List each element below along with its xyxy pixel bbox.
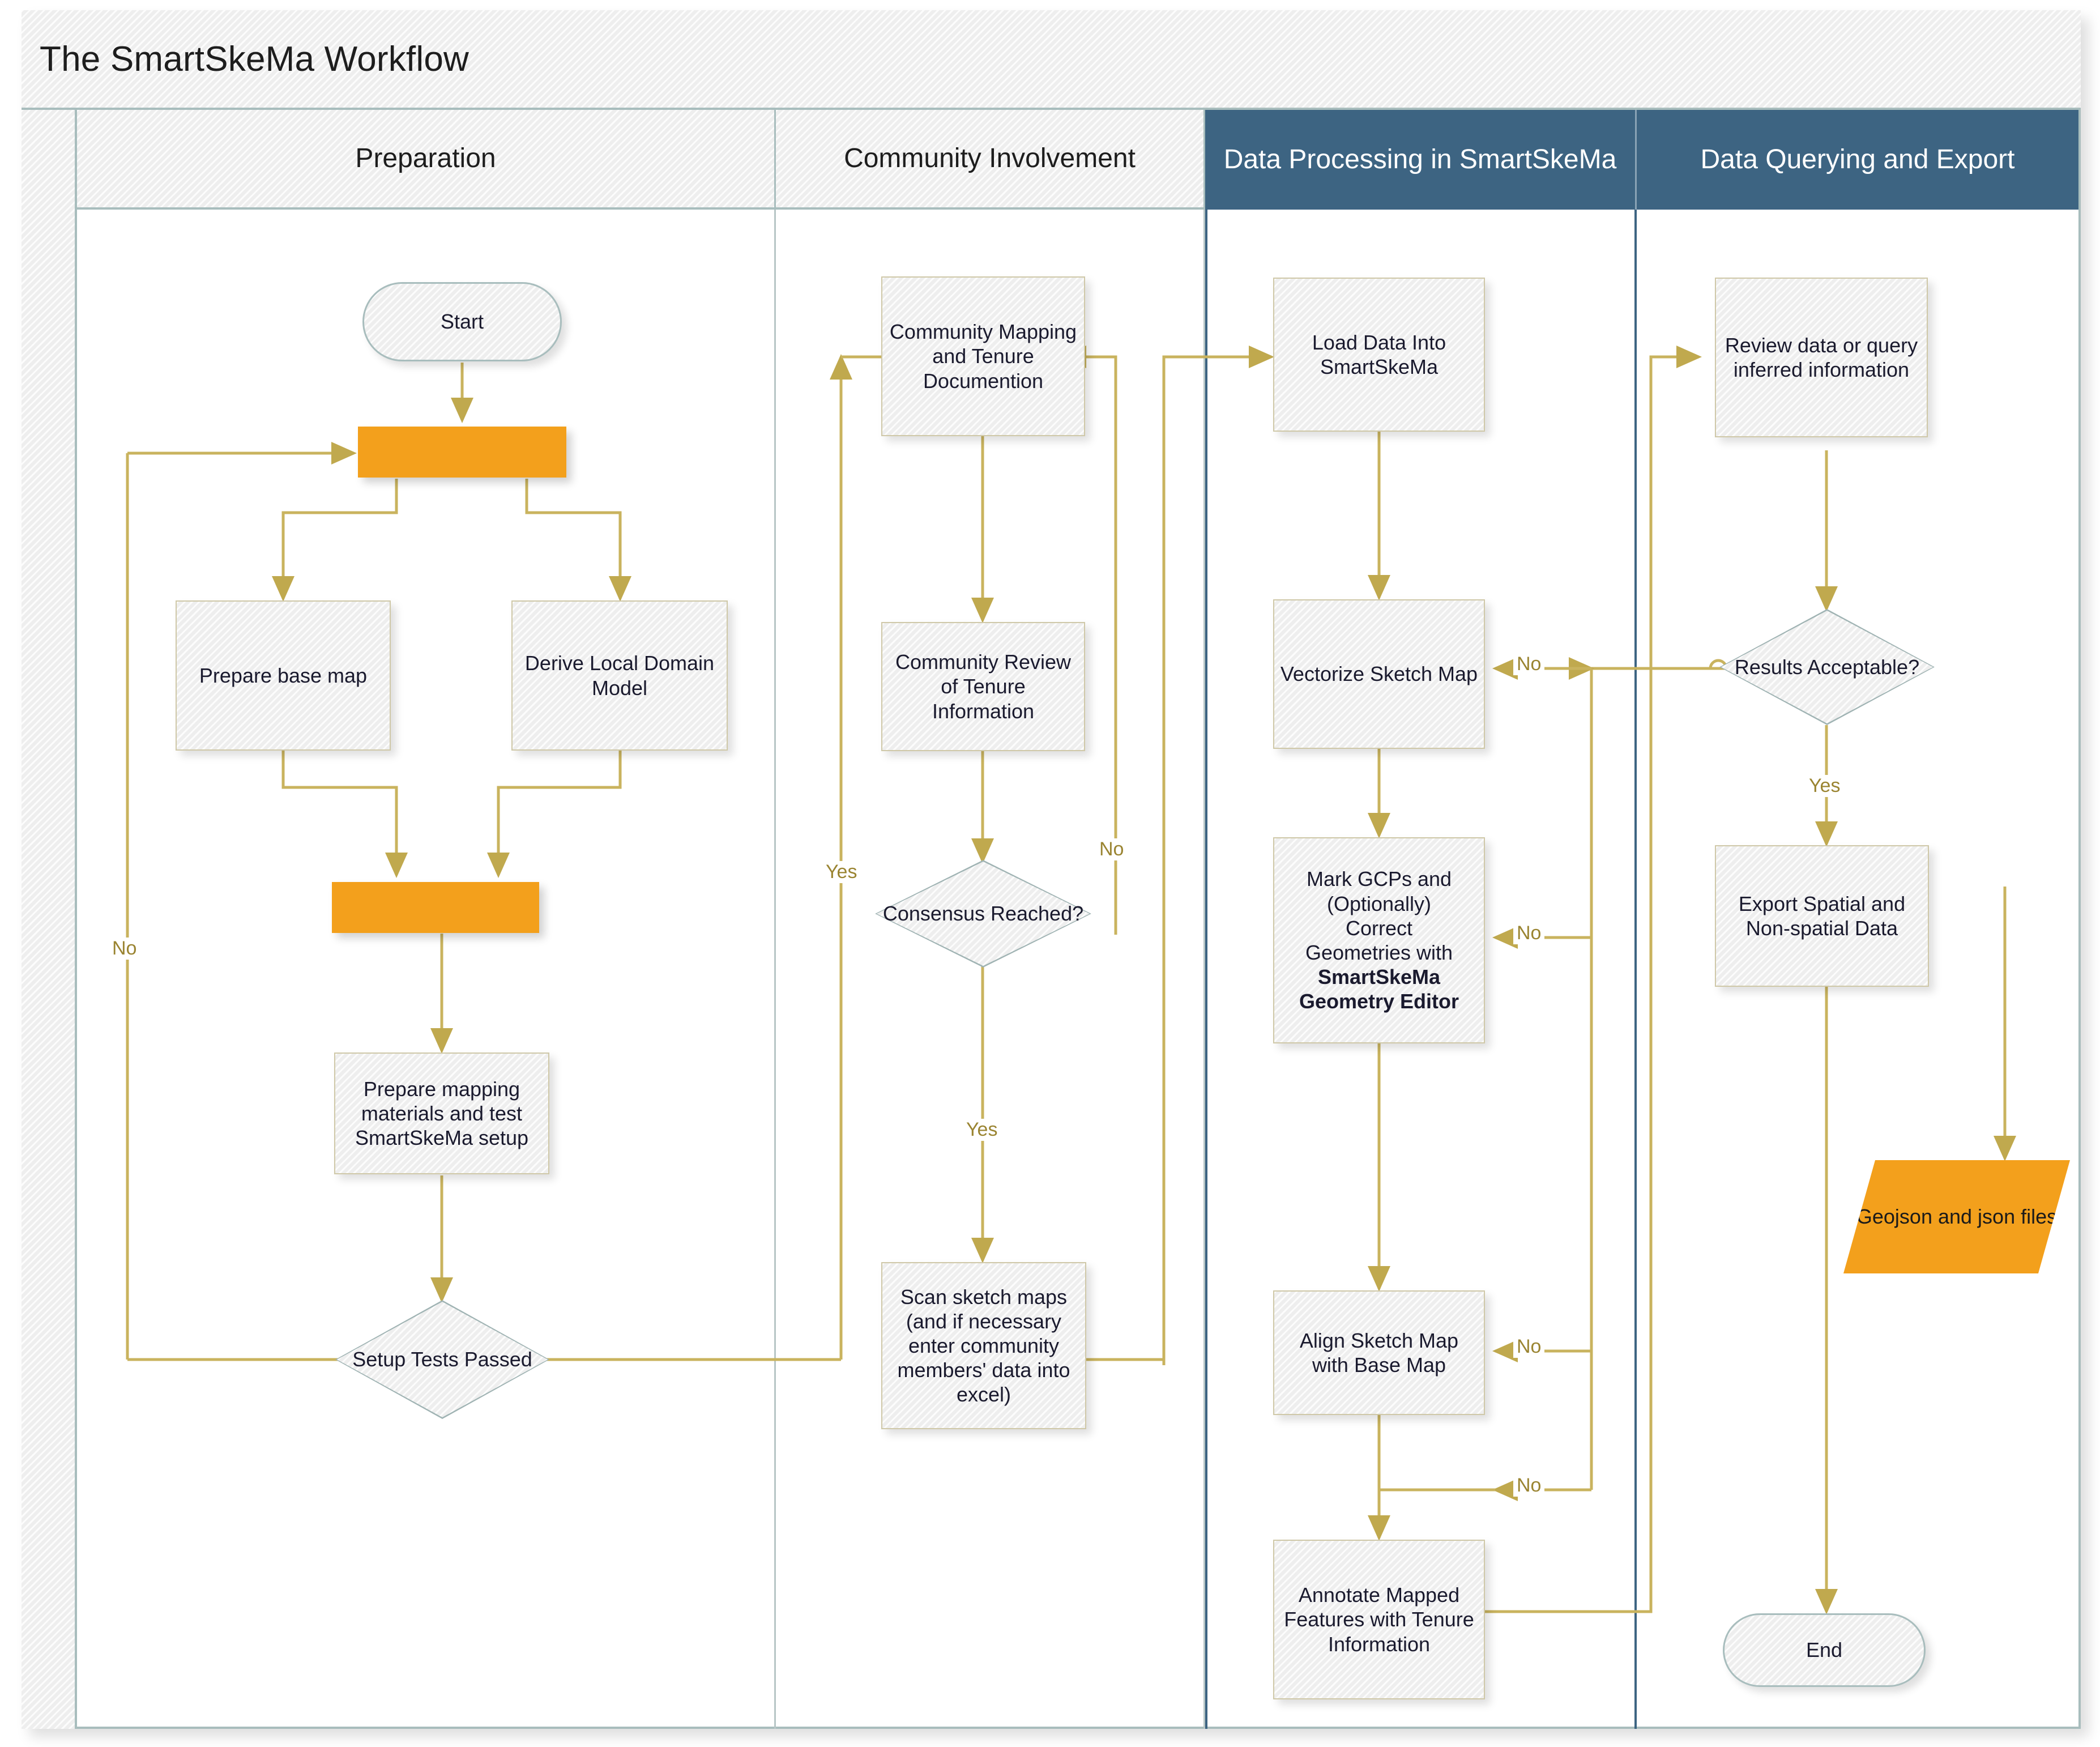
lane-body-community (776, 210, 1205, 1729)
pool-side-strip (22, 110, 77, 1729)
lane-header-processing: Data Processing in SmartSkeMa (1205, 110, 1637, 210)
node-load-data[interactable]: Load Data Into SmartSkeMa (1273, 278, 1485, 432)
lane-header-export: Data Querying and Export (1637, 110, 2078, 210)
edge-label-consensus-yes: Yes (963, 1119, 1001, 1141)
edge-label-setup-no: No (109, 938, 140, 960)
node-setup-tests-passed[interactable]: Setup Tests Passed (335, 1300, 549, 1419)
lane-body-preparation (77, 210, 776, 1729)
page-title: The SmartSkeMa Workflow (40, 39, 469, 79)
node-results-acceptable[interactable]: Results Acceptable? (1719, 609, 1935, 725)
node-export-data[interactable]: Export Spatial and Non-spatial Data (1715, 845, 1929, 987)
edge-label-results-no-gcps: No (1513, 922, 1545, 944)
node-prepare-mapping-materials[interactable]: Prepare mapping materials and test Smart… (334, 1053, 549, 1174)
node-community-mapping[interactable]: Community Mapping and Tenure Documention (881, 276, 1085, 436)
pool-title-bar: The SmartSkeMa Workflow (22, 10, 2081, 110)
edge-label-setup-yes: Yes (822, 861, 861, 883)
edge-label-results-yes: Yes (1806, 775, 1844, 797)
node-align-sketch-map[interactable]: Align Sketch Map with Base Map (1273, 1290, 1485, 1415)
node-review-query[interactable]: Review data or query inferred informatio… (1715, 278, 1928, 437)
node-scan-sketch-maps[interactable]: Scan sketch maps (and if necessary enter… (881, 1262, 1086, 1429)
edge-label-results-no-annotate: No (1513, 1475, 1545, 1497)
lane-label-export: Data Querying and Export (1700, 144, 2015, 175)
edge-label-results-no-vectorize: No (1513, 653, 1545, 675)
edge-label-consensus-no: No (1096, 838, 1128, 860)
node-derive-local-domain-model[interactable]: Derive Local Domain Model (511, 600, 728, 751)
node-mark-gcps[interactable]: Mark GCPs and (Optionally) Correct Geome… (1273, 837, 1485, 1043)
node-vectorize-sketch-map[interactable]: Vectorize Sketch Map (1273, 599, 1485, 749)
edge-label-results-no-align: No (1513, 1336, 1545, 1358)
node-fork-bar-1[interactable] (358, 427, 566, 478)
lane-label-processing: Data Processing in SmartSkeMa (1223, 144, 1617, 175)
lane-label-community: Community Involvement (844, 143, 1136, 174)
node-prepare-base-map[interactable]: Prepare base map (176, 600, 391, 751)
node-end[interactable]: End (1723, 1613, 1926, 1687)
node-join-bar-2[interactable] (332, 882, 539, 933)
lane-header-community: Community Involvement (776, 110, 1205, 210)
node-geojson-files[interactable]: Geojson and json files (1843, 1160, 2070, 1273)
node-start[interactable]: Start (362, 282, 562, 361)
lane-label-preparation: Preparation (355, 143, 496, 174)
node-annotate-mapped-features[interactable]: Annotate Mapped Features with Tenure Inf… (1273, 1540, 1485, 1699)
node-consensus-reached[interactable]: Consensus Reached? (875, 860, 1091, 968)
lane-header-preparation: Preparation (77, 110, 776, 210)
node-community-review[interactable]: Community Review of Tenure Information (881, 622, 1085, 751)
